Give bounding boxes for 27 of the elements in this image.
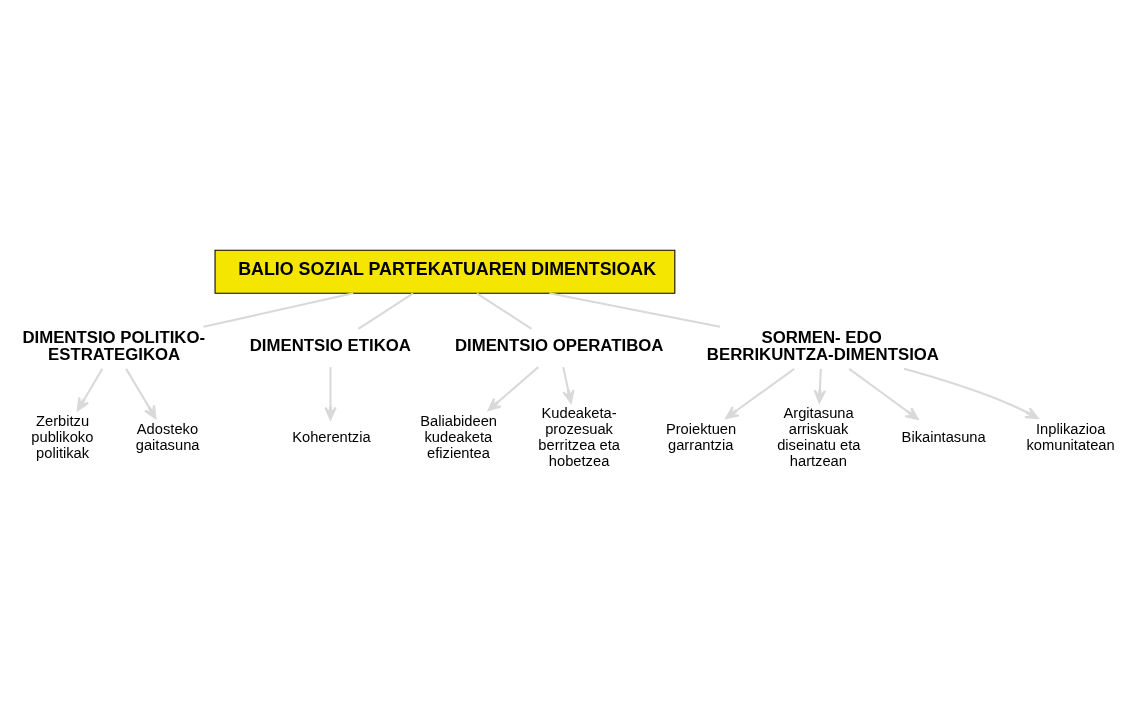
arrow	[487, 366, 539, 412]
arrow	[562, 366, 575, 404]
node-text: DIMENTSIO POLITIKO-ESTRATEGIKOA	[22, 328, 206, 365]
connector	[549, 292, 721, 328]
arrow	[76, 368, 104, 412]
node-text: Proiektuen garrantzia	[665, 421, 737, 453]
node-text: DIMENTSIO OPERATIBOA	[454, 335, 664, 355]
node-text: Koherentzia	[292, 428, 371, 445]
connector	[203, 292, 354, 328]
arrow	[813, 368, 827, 404]
node-text: SORMEN- EDO BERRIKUNTZA-DIMENTSIOA	[706, 328, 939, 365]
node-text: Baliabideen kudeaketa efizientea	[420, 413, 498, 461]
node-text: Kudeaketa-prozesuak berritzea eta hobetzea	[538, 405, 621, 469]
arrow	[848, 368, 919, 420]
node-text: Zerbitzu publikoko politikak	[31, 413, 94, 461]
node-text: Inplikazioa komunitatean	[1026, 421, 1115, 453]
node-text: DIMENTSIO ETIKOA	[249, 335, 411, 355]
node-text: Argitasuna arriskuak diseinatu eta hartzean	[777, 405, 861, 469]
connector	[357, 292, 414, 330]
arrow	[903, 367, 1039, 420]
node-text: Adosteko gaitasuna	[135, 421, 200, 453]
node-box: BALIO SOZIAL PARTEKATUAREN DIMENTSIOAK	[214, 249, 676, 294]
arrow	[324, 367, 337, 421]
connector	[476, 292, 533, 330]
arrow	[725, 368, 795, 420]
node-text: Bikaintasuna	[901, 428, 986, 445]
arrow	[125, 368, 157, 420]
